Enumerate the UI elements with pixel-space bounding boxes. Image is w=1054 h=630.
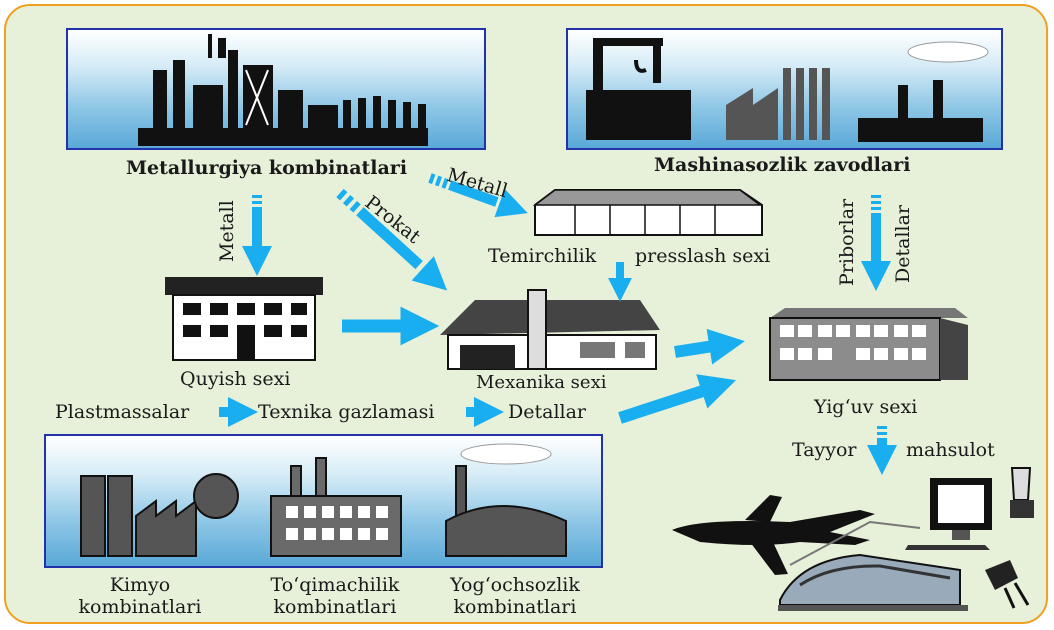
arrow-metal-to-forging bbox=[428, 173, 528, 218]
label-chemical: Kimyo kombinatlari bbox=[70, 574, 210, 619]
label-forging-part1: Temirchilik bbox=[488, 245, 597, 267]
label-machining: Mexanika sexi bbox=[476, 372, 607, 393]
machine-factories-icon bbox=[586, 38, 989, 142]
arrow-machining-to-assembly bbox=[674, 328, 745, 365]
label-flow-parts-machine: Detallar bbox=[892, 204, 914, 283]
label-finished-part1: Tayyor bbox=[792, 439, 857, 461]
machining-building-icon bbox=[440, 289, 660, 370]
label-chemical-line1: Kimyo bbox=[109, 574, 171, 596]
label-forging-part2: presslash sexi bbox=[635, 245, 771, 267]
metallurgy-image-panel bbox=[66, 28, 486, 150]
raw-material-plants-icon bbox=[80, 443, 567, 557]
label-technical-fabric: Texnika gazlamasi bbox=[258, 401, 435, 423]
forging-building-icon bbox=[532, 189, 763, 236]
airplane-icon bbox=[672, 495, 875, 575]
mixer-icon bbox=[985, 560, 1030, 609]
train-icon bbox=[778, 520, 968, 611]
label-foundry: Quyish sexi bbox=[180, 368, 291, 390]
label-plastics: Plastmassalar bbox=[55, 401, 190, 423]
label-textile-line1: To‘qimachilik bbox=[270, 574, 400, 596]
label-wood: Yog‘ochsozlik kombinatlari bbox=[440, 574, 590, 619]
foundry-building-icon bbox=[165, 277, 323, 361]
metallurgy-plant-icon bbox=[138, 34, 428, 146]
label-textile-line2: kombinatlari bbox=[273, 595, 397, 618]
label-wood-line2: kombinatlari bbox=[453, 595, 577, 618]
raw-material-image-panel bbox=[44, 434, 603, 568]
computer-icon bbox=[905, 478, 992, 550]
label-chemical-line2: kombinatlari bbox=[78, 595, 202, 618]
label-machine-building: Mashinasozlik zavodlari bbox=[654, 154, 911, 176]
blender-icon bbox=[1010, 467, 1034, 518]
arrow-parts-to-assembly bbox=[618, 374, 736, 424]
arrow-rolled-to-machining bbox=[336, 188, 448, 291]
label-parts: Detallar bbox=[508, 401, 587, 423]
label-textile: To‘qimachilik kombinatlari bbox=[260, 574, 410, 619]
assembly-building-icon bbox=[769, 308, 968, 381]
label-assembly: Yig‘uv sexi bbox=[814, 396, 918, 418]
label-flow-metal-foundry: Metall bbox=[216, 200, 238, 262]
label-wood-line1: Yog‘ochsozlik bbox=[450, 574, 580, 596]
machine-building-image-panel bbox=[566, 28, 1003, 150]
label-metallurgy: Metallurgiya kombinatlari bbox=[126, 157, 408, 179]
label-finished-part2: mahsulot bbox=[906, 439, 995, 461]
label-flow-instruments: Priborlar bbox=[836, 198, 858, 286]
